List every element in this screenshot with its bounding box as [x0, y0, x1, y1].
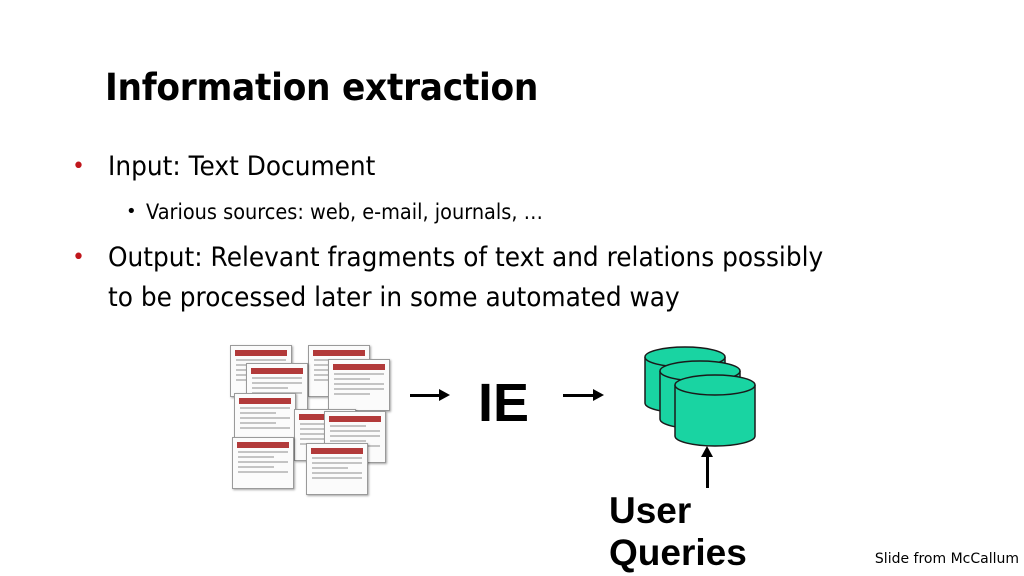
bullet-input: • Input: Text Document: [0, 147, 399, 187]
arrow-to-ie: [410, 389, 450, 401]
documents-image: [230, 345, 390, 495]
bullet-text: Input: Text Document: [108, 151, 376, 182]
document-page: [306, 443, 368, 495]
slide-credit: Slide from McCallum: [874, 551, 1019, 567]
bullet-text-line2: to be processed later in some automated …: [108, 282, 680, 313]
database-icon: [644, 346, 756, 447]
bullet-text-line1: Output: Relevant fragments of text and r…: [108, 242, 824, 273]
sub-bullet-text: Various sources: web, e-mail, journals, …: [146, 200, 543, 224]
user-queries-line1: User: [609, 490, 692, 531]
user-queries-line2: Queries: [609, 532, 747, 573]
sub-bullet-marker: •: [126, 201, 137, 222]
ie-label: IE: [478, 373, 530, 433]
arrow-from-queries: [701, 446, 713, 488]
slide-title: Information extraction: [105, 66, 539, 109]
arrow-to-database: [563, 389, 604, 401]
sub-bullet-sources: • Various sources: web, e-mail, journals…: [0, 197, 577, 227]
document-page: [328, 359, 390, 411]
bullet-marker: •: [72, 154, 85, 179]
document-page: [232, 437, 294, 489]
bullet-marker: •: [72, 245, 85, 270]
bullet-output: • Output: Relevant fragments of text and…: [0, 238, 885, 318]
user-queries-label: User Queries: [609, 490, 747, 574]
